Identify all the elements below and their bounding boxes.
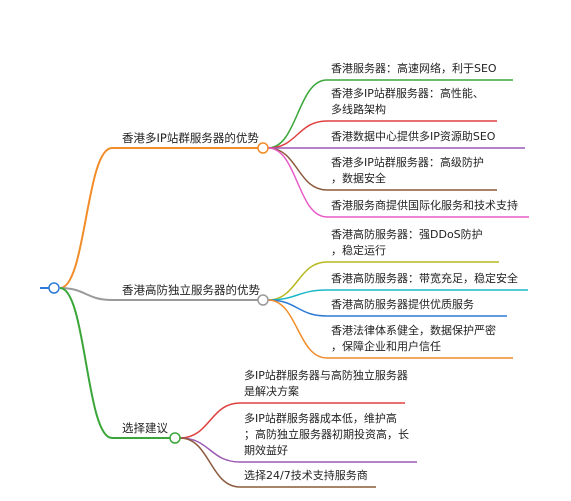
leaf-label[interactable]: 是解决方案 [244, 385, 299, 398]
branch-collapse-node[interactable] [257, 294, 269, 306]
leaf-label[interactable]: 香港多IP站群服务器：高性能、 [331, 87, 484, 100]
branch-collapse-node[interactable] [169, 432, 181, 444]
branch-label[interactable]: 香港多IP站群服务器的优势 [122, 131, 259, 145]
leaf-label[interactable]: 香港数据中心提供多IP资源助SEO [331, 130, 496, 143]
leaf-label[interactable]: 多IP站群服务器成本低，维护高 [244, 412, 397, 425]
leaf-label[interactable]: 香港多IP站群服务器：高级防护 [331, 156, 484, 169]
leaf-label[interactable]: 香港服务商提供国际化服务和技术支持 [331, 199, 518, 212]
branch-collapse-node[interactable] [257, 142, 269, 154]
leaf-label[interactable]: 选择24/7技术支持服务商 [244, 469, 368, 482]
leaf-connector [179, 437, 241, 488]
branch-connector [59, 147, 113, 289]
branch-connector [59, 287, 113, 439]
leaf-label[interactable]: 香港法律体系健全，数据保护严密 [331, 324, 496, 337]
root-node[interactable] [48, 282, 60, 294]
leaf-connector [267, 147, 328, 218]
branch-connector [59, 287, 113, 301]
leaf-label[interactable]: ，数据安全 [331, 172, 386, 185]
leaf-label[interactable]: 香港高防服务器：强DDoS防护 [331, 228, 483, 241]
leaf-connector [179, 402, 241, 439]
leaf-label[interactable]: 多线路架构 [331, 103, 386, 116]
leaf-label[interactable]: 多IP站群服务器与高防独立服务器 [244, 369, 408, 382]
branch-label[interactable]: 选择建议 [122, 421, 168, 435]
branch-label[interactable]: 香港高防独立服务器的优势 [122, 283, 260, 297]
leaf-label[interactable]: 香港高防服务器提供优质服务 [331, 298, 474, 311]
leaf-label[interactable]: 香港高防服务器：带宽充足，稳定安全 [331, 272, 518, 285]
leaf-connector [267, 299, 328, 359]
leaf-connector [267, 120, 328, 149]
leaf-connector [267, 79, 328, 149]
leaf-connector [179, 437, 241, 463]
leaf-connector [267, 299, 328, 317]
leaf-label[interactable]: ，保障企业和用户信任 [331, 340, 441, 353]
leaf-label[interactable]: 期效益好 [244, 444, 288, 457]
leaf-label[interactable]: ；高防独立服务器初期投资高，长 [244, 428, 409, 441]
leaf-label[interactable]: 香港服务器：高速网络，利于SEO [331, 62, 497, 75]
leaf-label[interactable]: ，稳定运行 [331, 244, 386, 257]
